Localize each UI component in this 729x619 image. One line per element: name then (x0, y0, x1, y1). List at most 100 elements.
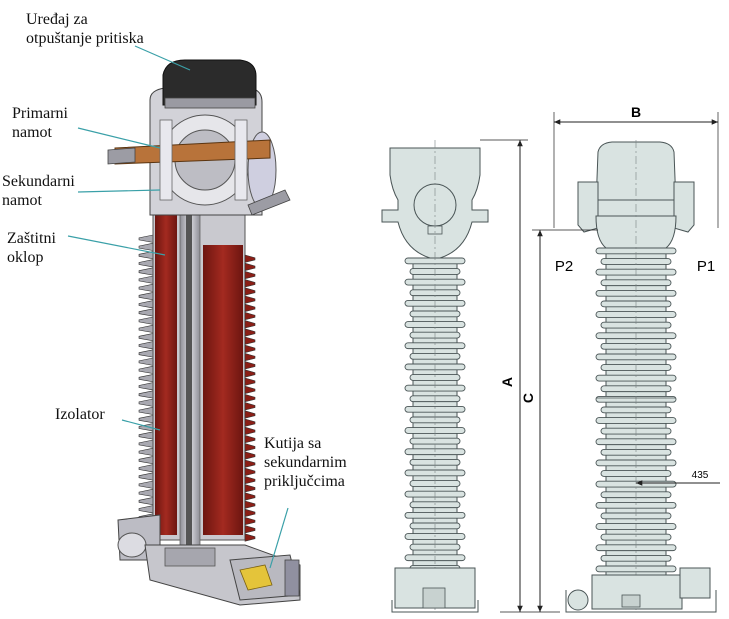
cutaway-shed-left (138, 390, 154, 399)
cutaway-shed-left (138, 406, 154, 415)
cutaway-shed-right (244, 517, 256, 526)
primary-terminal-right (247, 189, 291, 216)
cutaway-shed-left (138, 488, 154, 497)
base-drain (117, 532, 147, 558)
terminal-box-cover (284, 559, 300, 597)
cutaway-shed-left (138, 234, 154, 243)
cutaway-shed-left (138, 382, 154, 391)
cutaway-shed-left (138, 292, 154, 301)
cutaway-shed-right (244, 320, 256, 329)
cutaway-shed-right (244, 476, 256, 485)
dim-label-a: A (499, 377, 515, 387)
cutaway-shed-right (244, 279, 256, 288)
cutaway-view (107, 59, 301, 606)
cutaway-shed-right (244, 336, 256, 345)
cutaway-shed-left (138, 341, 154, 350)
cutaway-shed-left (138, 374, 154, 383)
cutaway-shed-left (138, 267, 154, 276)
cutaway-shed-right (244, 500, 256, 509)
cutaway-shed-right (244, 525, 256, 534)
cutaway-shed-right (244, 262, 256, 271)
side-terminal-p2 (577, 181, 599, 233)
cutaway-shed-right (244, 426, 256, 435)
cutaway-shed-right (244, 361, 256, 370)
cutaway-shed-left (138, 275, 154, 284)
cutaway-shed-right (244, 410, 256, 419)
cutaway-shed-left (138, 365, 154, 374)
terminal-label-p2: P2 (555, 258, 573, 275)
cutaway-shed-left (138, 242, 154, 251)
cutaway-shed-right (244, 451, 256, 460)
label-protective-shield: Zaštitni oklop (7, 230, 56, 266)
cutaway-shed-left (138, 447, 154, 456)
front-elevation (381, 140, 489, 613)
label-secondary-winding: Sekundarni namot (2, 173, 75, 209)
cutaway-shed-right (244, 344, 256, 353)
cutaway-shed-right (244, 295, 256, 304)
cutaway-shed-right (244, 328, 256, 337)
label-pressure-relief: Uređaj za otpuštanje pritiska (26, 11, 144, 47)
cutaway-shed-left (138, 505, 154, 514)
front-base-frame (391, 600, 479, 613)
side-elevation (565, 140, 717, 613)
cutaway-shed-left (138, 300, 154, 309)
leader-shield (67, 235, 166, 256)
cutaway-shed-left (138, 415, 154, 424)
red-insulation-right (203, 245, 243, 535)
cutaway-shed-right (244, 377, 256, 386)
cutaway-shed-left (138, 464, 154, 473)
cutaway-shed-right (244, 435, 256, 444)
cutaway-shed-left (138, 316, 154, 325)
cutaway-shed-right (244, 287, 256, 296)
red-insulation-left (155, 215, 177, 535)
shield-ring-left (159, 119, 173, 201)
cutaway-shed-right (244, 418, 256, 427)
cutaway-shed-left (138, 431, 154, 440)
dimension-lines (480, 112, 720, 613)
dimension-labels: A C B P2 P1 435 (499, 104, 715, 481)
cutaway-shed-left (138, 472, 154, 481)
cutaway-shed-right (244, 369, 256, 378)
cutaway-shed-right (244, 484, 256, 493)
front-base-box (422, 587, 446, 609)
side-base-frame (565, 590, 717, 613)
cutaway-shed-right (244, 402, 256, 411)
cutaway-shed-left (138, 357, 154, 366)
cutaway-insulator-sheds-right (244, 254, 256, 542)
label-primary-winding: Primarni namot (12, 105, 68, 141)
cutaway-shed-left (138, 497, 154, 506)
cutaway-shed-right (244, 459, 256, 468)
dim-label-435: 435 (692, 470, 709, 481)
cutaway-shed-right (244, 385, 256, 394)
base-inner (164, 547, 216, 567)
cutaway-shed-left (138, 349, 154, 358)
cutaway-shed-right (244, 271, 256, 280)
cutaway-shed-right (244, 467, 256, 476)
label-insulator: Izolator (55, 406, 105, 423)
cutaway-shed-left (138, 259, 154, 268)
cutaway-shed-left (138, 480, 154, 489)
cutaway-shed-left (138, 398, 154, 407)
relief-base-ring (164, 97, 256, 109)
cutaway-shed-right (244, 508, 256, 517)
terminal-block (239, 564, 273, 591)
dim-label-c: C (520, 393, 536, 403)
leader-terminal-box (269, 507, 289, 569)
leader-insulator (121, 419, 161, 431)
cutaway-shed-right (244, 312, 256, 321)
cutaway-shed-left (138, 439, 154, 448)
cutaway-shed-right (244, 533, 256, 542)
side-terminal-box (679, 567, 711, 599)
cutaway-shed-right (244, 443, 256, 452)
cutaway-shed-left (138, 308, 154, 317)
cutaway-shed-right (244, 394, 256, 403)
primary-terminal-left (107, 147, 136, 165)
shield-ring-right (234, 119, 248, 201)
terminal-label-p1: P1 (697, 258, 715, 275)
cutaway-insulator-sheds-left (138, 234, 154, 538)
pressure-relief-device (162, 59, 257, 106)
leader-pressure-relief (134, 45, 191, 71)
leader-secondary (77, 189, 161, 193)
cutaway-shed-left (138, 324, 154, 333)
